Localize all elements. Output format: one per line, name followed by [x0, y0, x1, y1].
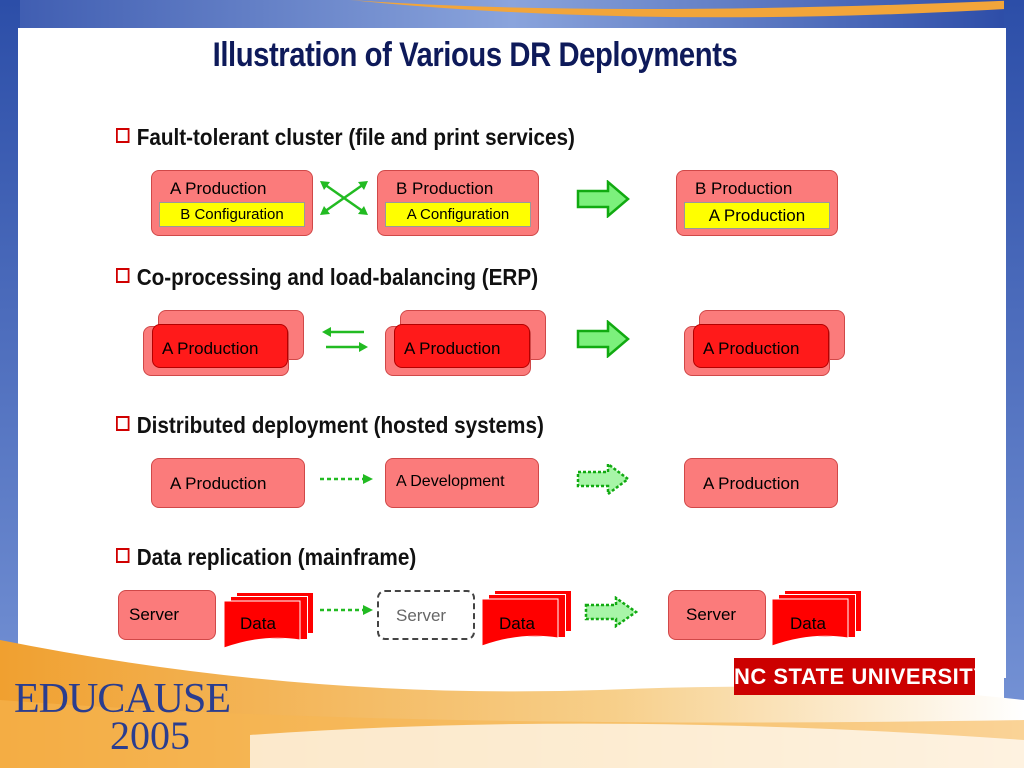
node-label: A Production — [162, 339, 259, 358]
data-label: Data — [240, 614, 276, 633]
data-label: Data — [790, 614, 826, 633]
config-badge: B Configuration — [159, 202, 305, 227]
node-a-production-right: A Production — [684, 458, 838, 508]
node-label: A Production — [404, 339, 501, 358]
node-label: B Production — [695, 179, 793, 198]
server-label: Server — [129, 605, 180, 624]
node-label: A Development — [396, 473, 505, 490]
server-label: Server — [686, 605, 737, 624]
checkbox-bullet-icon — [116, 128, 130, 143]
checkbox-bullet-icon — [116, 548, 130, 563]
node-b-production: B Production A Configuration — [377, 170, 539, 236]
config-badge: A Configuration — [385, 202, 531, 227]
section-heading-coprocessing: Co-processing and load-balancing (ERP) — [116, 264, 538, 291]
data-document-icon — [223, 600, 301, 649]
node-a-development: A Development — [385, 458, 539, 508]
educause-year: 2005 — [110, 713, 190, 758]
transition-arrow-icon — [576, 462, 630, 496]
dotted-arrow-icon — [320, 605, 373, 615]
page-title: Illustration of Various DR Deployments — [212, 36, 738, 74]
section-heading-cluster: Fault-tolerant cluster (file and print s… — [116, 124, 575, 151]
node-a-production-mid: A Production — [394, 324, 530, 368]
server-box-result: Server — [668, 590, 766, 640]
section-heading-distributed: Distributed deployment (hosted systems) — [116, 412, 544, 439]
node-label: B Production — [396, 179, 494, 198]
data-document-icon — [481, 598, 559, 647]
dotted-arrow-icon — [320, 474, 373, 484]
node-a-production-left: A Production — [151, 458, 305, 508]
transition-arrow-icon — [584, 596, 638, 628]
server-label: Server — [396, 606, 447, 625]
node-label: A Production — [703, 339, 800, 358]
node-a-production-right: A Production — [693, 324, 829, 368]
node-label: A Production — [703, 474, 800, 493]
educause-logo: EDUCAUSE — [14, 676, 231, 722]
data-document-icon — [771, 598, 849, 647]
section-heading-replication: Data replication (mainframe) — [116, 544, 416, 571]
node-label: A Production — [170, 474, 267, 493]
node-label: A Production — [170, 179, 267, 198]
checkbox-bullet-icon — [116, 416, 130, 431]
transition-arrow-icon — [576, 320, 630, 358]
data-label: Data — [499, 614, 535, 633]
server-box-standby: Server — [377, 590, 475, 640]
node-a-production: A Production B Configuration — [151, 170, 313, 236]
config-badge: A Production — [684, 202, 830, 229]
nc-state-logo: NC STATE UNIVERSITY — [734, 658, 988, 695]
server-box-primary: Server — [118, 590, 216, 640]
node-failover-result: B Production A Production — [676, 170, 838, 236]
node-a-production-left: A Production — [152, 324, 288, 368]
checkbox-bullet-icon — [116, 268, 130, 283]
cross-arrows-icon — [320, 181, 368, 215]
transition-arrow-icon — [576, 180, 630, 218]
bidirectional-arrows-icon — [322, 327, 368, 352]
